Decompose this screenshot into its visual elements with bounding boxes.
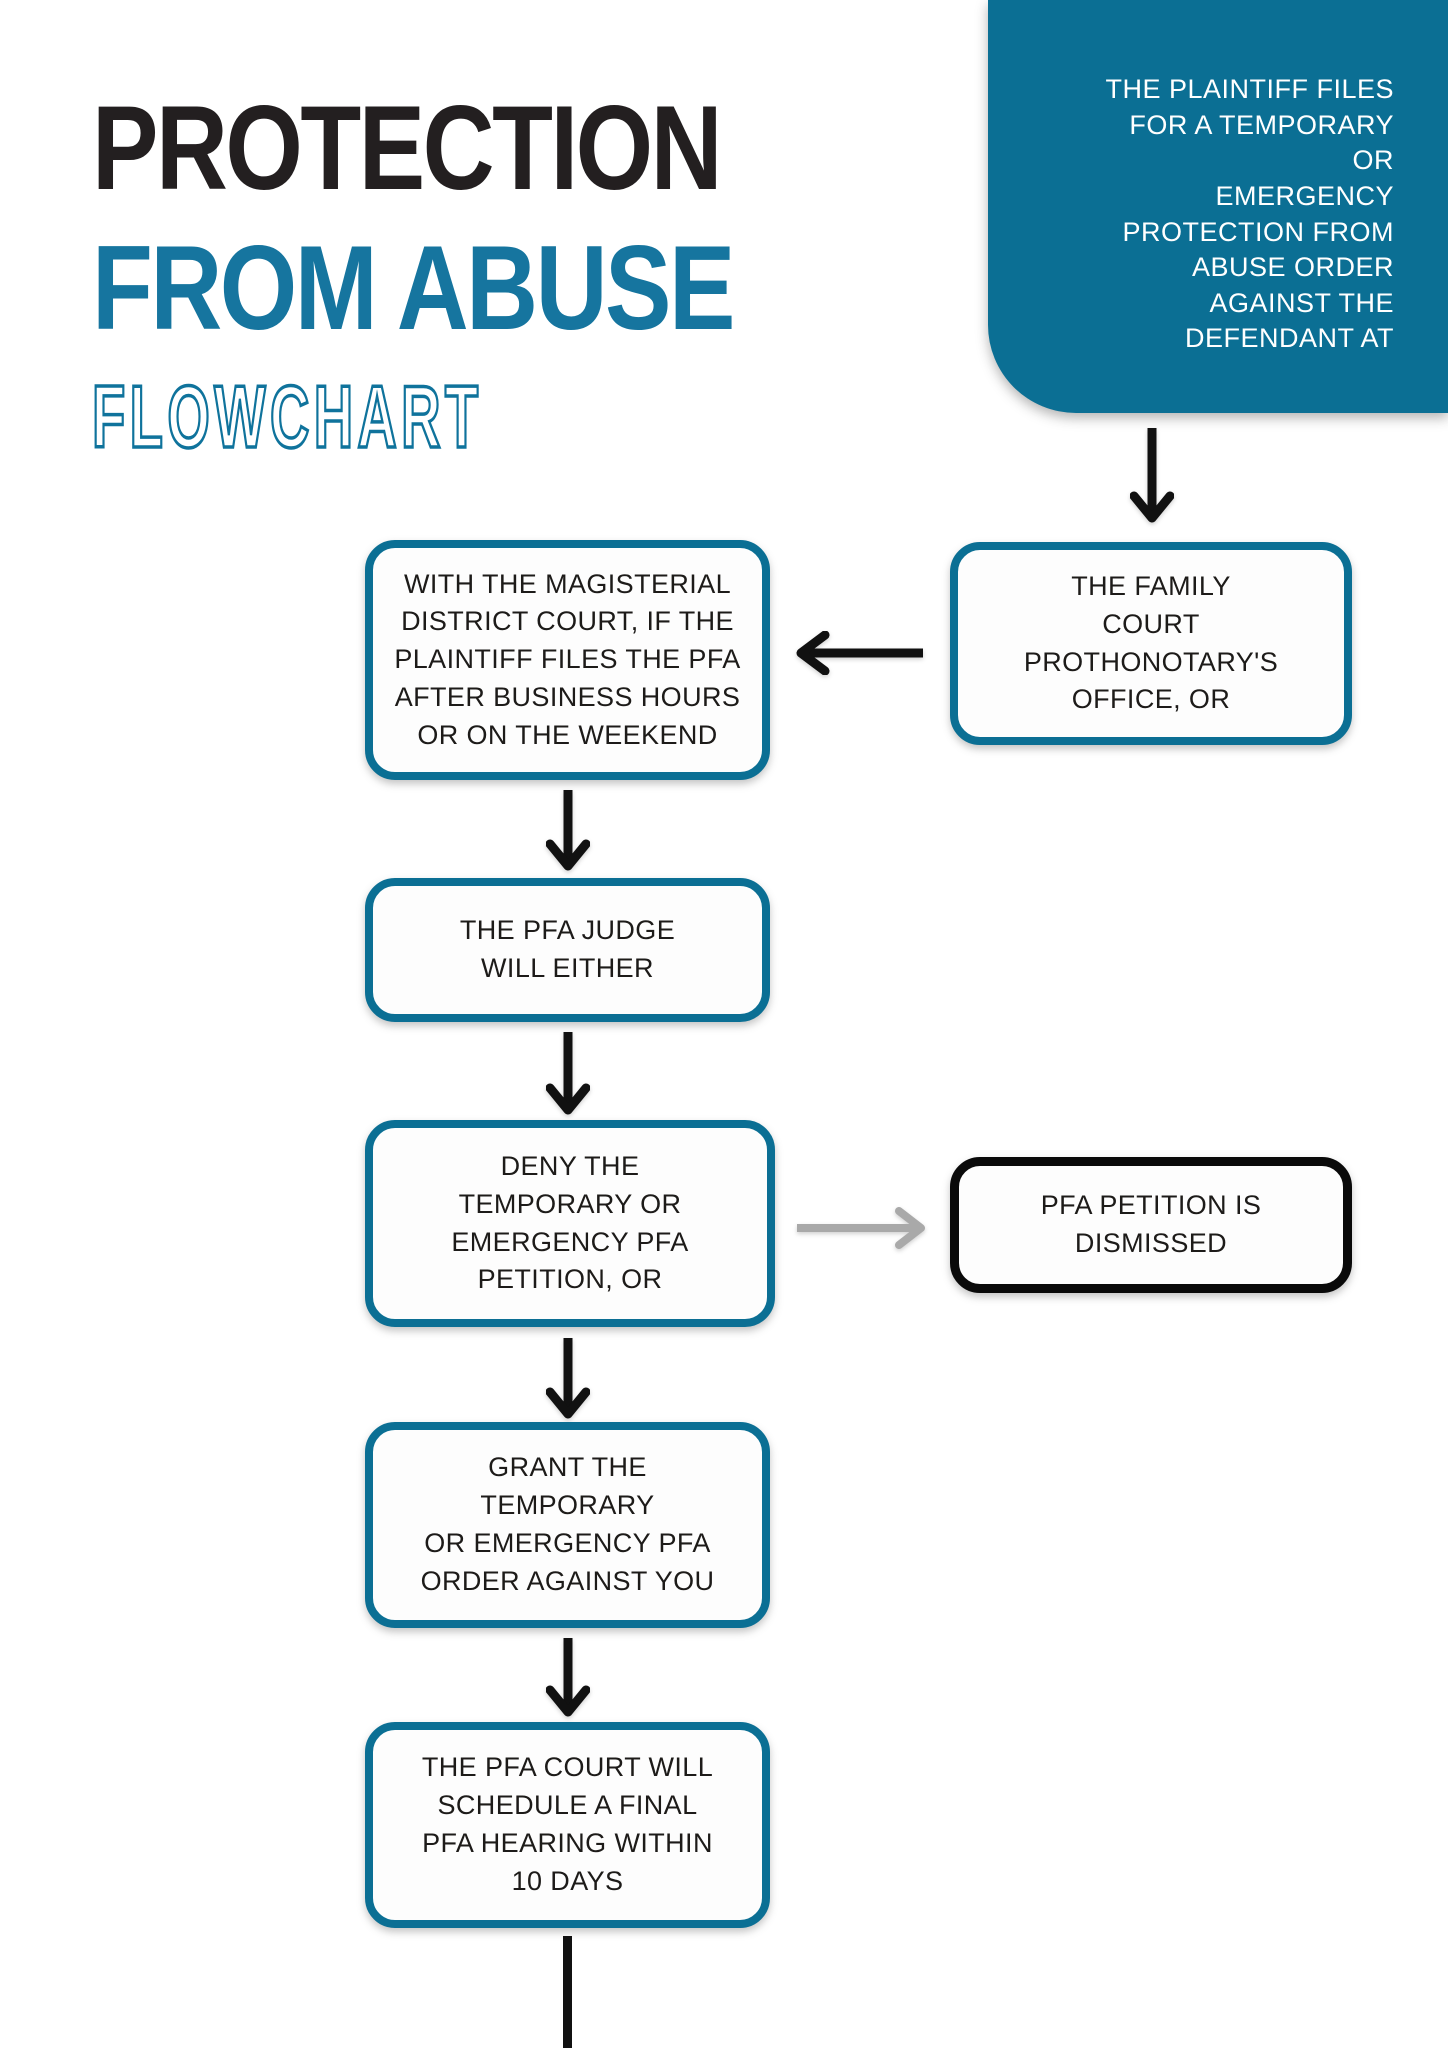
title-flowchart: FLOWCHART xyxy=(91,366,483,466)
node-schedule-final-hearing: THE PFA COURT WILL SCHEDULE A FINAL PFA … xyxy=(365,1722,770,1928)
node-petition-dismissed: PFA PETITION IS DISMISSED xyxy=(950,1157,1352,1293)
title-from-abuse: FROM ABUSE xyxy=(92,221,735,356)
arrow-down-magisterial-to-judge xyxy=(546,790,590,871)
arrow-down-start-to-family-court xyxy=(1130,428,1174,523)
node-family-court-prothonotary: THE FAMILY COURT PROTHONOTARY'S OFFICE, … xyxy=(950,542,1352,745)
flow-continuation-line xyxy=(563,1936,572,2048)
arrow-right-deny-to-dismissed xyxy=(797,1207,925,1249)
node-pfa-judge-text: THE PFA JUDGE WILL EITHER xyxy=(459,915,676,983)
node-grant-order-text: GRANT THE TEMPORARY OR EMERGENCY PFA ORD… xyxy=(420,1452,715,1596)
node-deny-petition: DENY THE TEMPORARY OR EMERGENCY PFA PETI… xyxy=(365,1120,775,1327)
arrow-down-judge-to-deny xyxy=(546,1032,590,1115)
node-start-plaintiff-files: THE PLAINTIFF FILES FOR A TEMPORARY OR E… xyxy=(988,0,1448,413)
node-petition-dismissed-text: PFA PETITION IS DISMISSED xyxy=(1040,1190,1262,1258)
node-schedule-final-hearing-text: THE PFA COURT WILL SCHEDULE A FINAL PFA … xyxy=(421,1752,714,1896)
arrow-left-family-court-to-magisterial xyxy=(796,631,923,675)
node-magisterial-text: WITH THE MAGISTERIAL DISTRICT COURT, IF … xyxy=(394,568,741,750)
node-family-court-text: THE FAMILY COURT PROTHONOTARY'S OFFICE, … xyxy=(1023,570,1279,715)
node-pfa-judge: THE PFA JUDGE WILL EITHER xyxy=(365,878,770,1022)
title-protection: PROTECTION xyxy=(92,81,723,215)
node-magisterial-district-court: WITH THE MAGISTERIAL DISTRICT COURT, IF … xyxy=(365,540,770,780)
start-node-text: THE PLAINTIFF FILES FOR A TEMPORARY OR E… xyxy=(1105,74,1394,354)
arrow-down-deny-to-grant xyxy=(546,1338,590,1419)
page-title: PROTECTION FROM ABUSE FLOWCHART xyxy=(91,78,864,466)
arrow-down-grant-to-schedule xyxy=(546,1638,590,1717)
node-grant-order: GRANT THE TEMPORARY OR EMERGENCY PFA ORD… xyxy=(365,1422,770,1628)
node-deny-petition-text: DENY THE TEMPORARY OR EMERGENCY PFA PETI… xyxy=(451,1150,689,1295)
